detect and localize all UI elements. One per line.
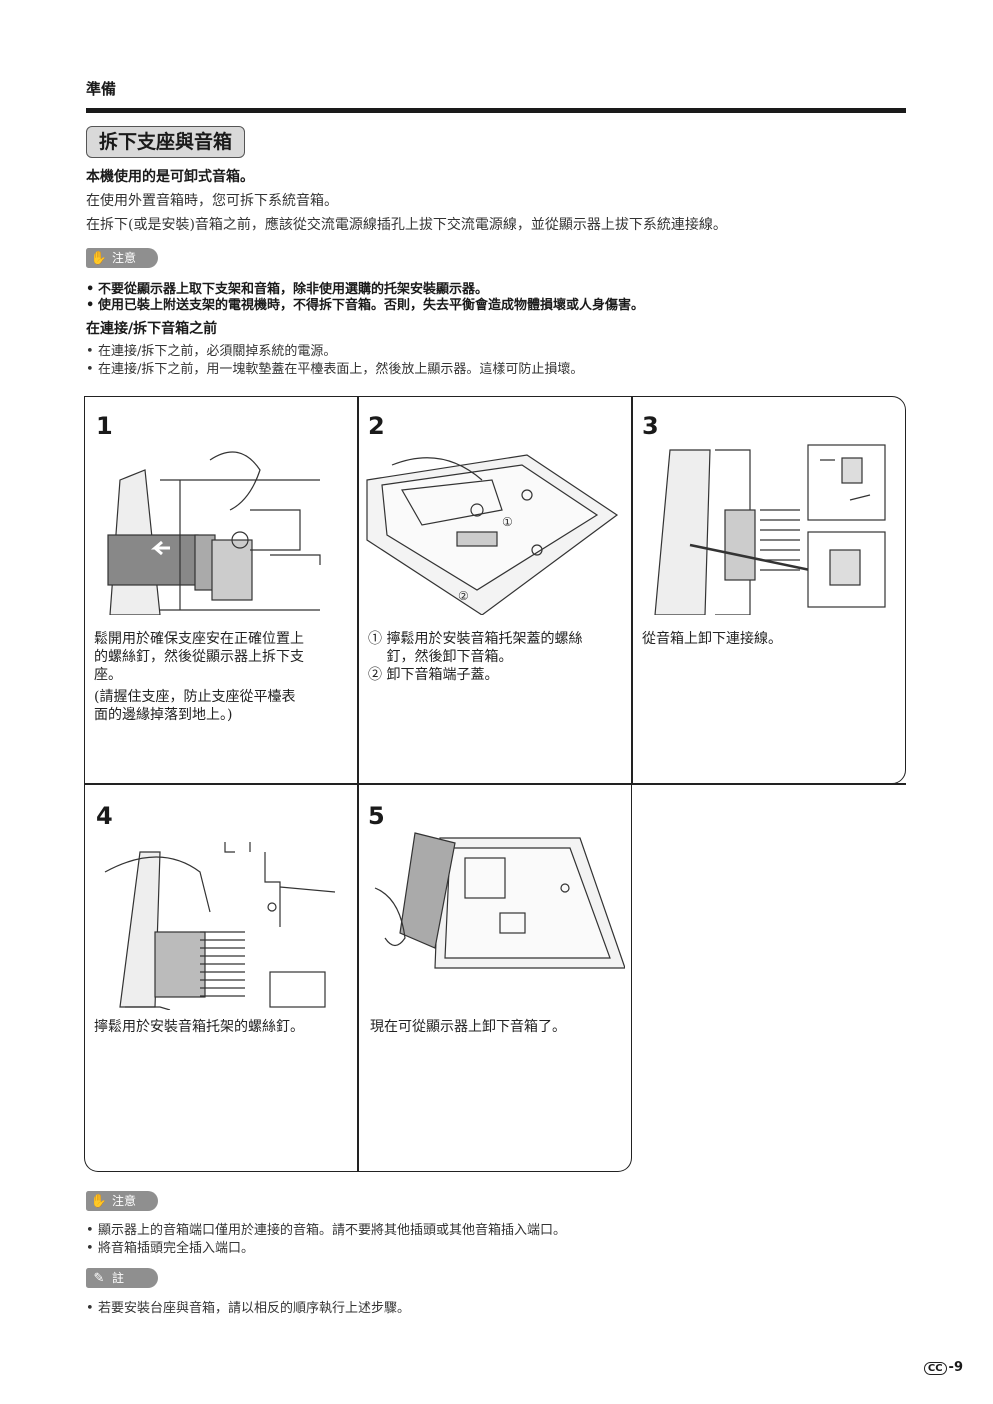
note-item-1: •若要安裝台座與音箱，請以相反的順序執行上述步驟。 (86, 1301, 411, 1316)
before-item-2: •在連接/拆下之前，用一塊軟墊蓋在平檯表面上，然後放上顯示器。這樣可防止損壞。 (86, 362, 584, 377)
section-label: 準備 (86, 80, 117, 98)
hand-icon: ✋ (90, 251, 108, 266)
hand-icon: ✋ (90, 1194, 108, 1209)
pencil-icon: ✎ (93, 1271, 105, 1286)
intro-line-1: 在使用外置音箱時，您可拆下系統音箱。 (86, 193, 338, 209)
step-2-illustration: ① ② (366, 454, 619, 615)
step-5-illustration (374, 832, 625, 969)
caution-badge: ✋注意 (86, 248, 158, 268)
before-item-1: •在連接/拆下之前，必須關掉系統的電源。 (86, 344, 337, 359)
step-2-callout-1: ① (502, 515, 513, 529)
step-1-text: 鬆開用於確保支座安在正確位置上的螺絲釘，然後從顯示器上拆下支座。 (請握住支座，… (94, 631, 304, 723)
caution-item-1: •不要從顯示器上取下支架和音箱，除非使用選購的托架安裝顯示器。 (86, 282, 489, 297)
step-2-callout-2: ② (458, 589, 469, 603)
step-5-text: 現在可從顯示器上卸下音箱了。 (370, 1019, 566, 1035)
step-4-number: 4 (96, 802, 113, 830)
before-heading: 在連接/拆下音箱之前 (86, 321, 218, 337)
step-4-text: 擰鬆用於安裝音箱托架的螺絲釘。 (94, 1019, 304, 1035)
grid-row-divider (84, 783, 906, 785)
step-1-illustration (107, 451, 321, 615)
intro-bold: 本機使用的是可卸式音箱。 (86, 169, 254, 185)
step-3-illustration (654, 444, 886, 615)
language-badge: CC (923, 1362, 947, 1375)
caution2-item-1: •顯示器上的音箱端口僅用於連接的音箱。請不要將其他插頭或其他音箱插入端口。 (86, 1223, 567, 1238)
step-2-number: 2 (368, 412, 385, 440)
page-number: CC-9 (923, 1360, 963, 1375)
page-title: 拆下支座與音箱 (86, 126, 246, 158)
caution-item-2: •使用已裝上附送支架的電視機時，不得拆下音箱。否則，失去平衡會造成物體損壞或人身… (86, 298, 645, 313)
intro-line-2: 在拆下(或是安裝)音箱之前，應該從交流電源線插孔上拔下交流電源線，並從顯示器上拔… (86, 217, 727, 233)
step-5-number: 5 (368, 802, 385, 830)
header-rule (86, 108, 906, 113)
step-4-illustration (104, 842, 336, 1010)
step-3-text: 從音箱上卸下連接線。 (642, 631, 782, 647)
caution-badge-2: ✋注意 (86, 1191, 158, 1211)
step-2-text: ① 擰鬆用於安裝音箱托架蓋的螺絲 釘，然後卸下音箱。② 卸下音箱端子蓋。 (368, 631, 583, 683)
caution2-item-2: •將音箱插頭完全插入端口。 (86, 1241, 255, 1256)
step-1-number: 1 (96, 412, 113, 440)
note-badge: ✎註 (86, 1268, 158, 1288)
step-3-number: 3 (642, 412, 659, 440)
grid-divider-2 (631, 396, 633, 784)
